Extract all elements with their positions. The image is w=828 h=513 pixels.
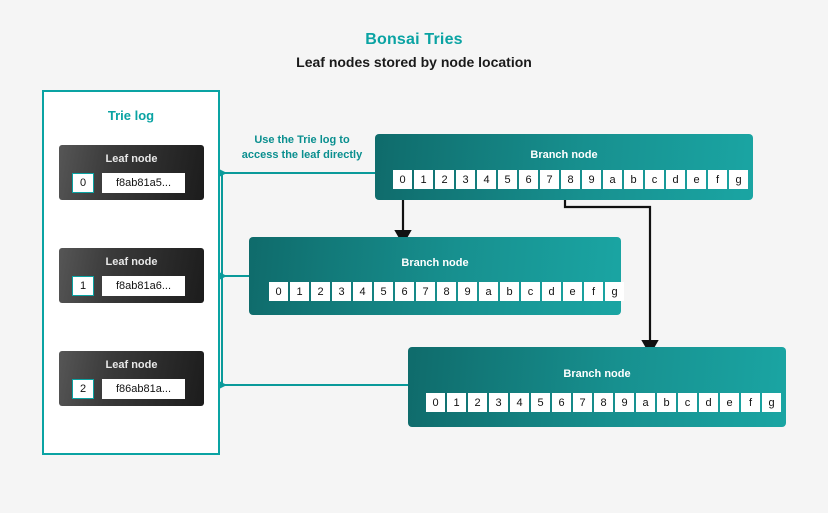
- branch-cell-4[interactable]: 4: [510, 393, 529, 412]
- page-subtitle: Leaf nodes stored by node location: [296, 54, 532, 70]
- branch-cell-d[interactable]: d: [666, 170, 685, 189]
- branch-node-label: Branch node: [563, 368, 631, 380]
- branch-cell-8[interactable]: 8: [561, 170, 580, 189]
- branch-cell-4[interactable]: 4: [477, 170, 496, 189]
- leaf-node-1[interactable]: Leaf node 1 f8ab81a6...: [59, 248, 204, 303]
- branch-cell-1[interactable]: 1: [290, 282, 309, 301]
- branch-cell-2[interactable]: 2: [468, 393, 487, 412]
- branch-cell-1[interactable]: 1: [447, 393, 466, 412]
- branch-cell-3[interactable]: 3: [456, 170, 475, 189]
- branch-cell-9[interactable]: 9: [615, 393, 634, 412]
- branch-cell-7[interactable]: 7: [573, 393, 592, 412]
- leaf-node-row: 2 f86ab81a...: [72, 379, 185, 399]
- branch-cell-f[interactable]: f: [584, 282, 603, 301]
- branch-cell-b[interactable]: b: [500, 282, 519, 301]
- leaf-index-box: 2: [72, 379, 94, 399]
- leaf-hash-box: f86ab81a...: [102, 379, 185, 399]
- branch-node-label: Branch node: [401, 257, 469, 269]
- branch-cell-8[interactable]: 8: [594, 393, 613, 412]
- branch-cell-g[interactable]: g: [605, 282, 624, 301]
- leaf-index-box: 1: [72, 276, 94, 296]
- leaf-node-0[interactable]: Leaf node 0 f8ab81a5...: [59, 145, 204, 200]
- branch-cell-6[interactable]: 6: [552, 393, 571, 412]
- branch-cell-c[interactable]: c: [645, 170, 664, 189]
- branch-node-label: Branch node: [530, 149, 598, 161]
- branch-cell-a[interactable]: a: [636, 393, 655, 412]
- branch-cell-c[interactable]: c: [678, 393, 697, 412]
- leaf-node-2[interactable]: Leaf node 2 f86ab81a...: [59, 351, 204, 406]
- branch-cell-5[interactable]: 5: [531, 393, 550, 412]
- leaf-node-label: Leaf node: [105, 359, 158, 371]
- branch-cell-f[interactable]: f: [708, 170, 727, 189]
- leaf-node-label: Leaf node: [105, 256, 158, 268]
- leaf-node-label: Leaf node: [105, 153, 158, 165]
- leaf-node-row: 0 f8ab81a5...: [72, 173, 185, 193]
- branch-cell-5[interactable]: 5: [374, 282, 393, 301]
- leaf-hash-box: f8ab81a6...: [102, 276, 185, 296]
- branch-cell-e[interactable]: e: [563, 282, 582, 301]
- annotation-line-1: Use the Trie log to: [254, 134, 350, 146]
- branch-cell-c[interactable]: c: [521, 282, 540, 301]
- branch-cell-f[interactable]: f: [741, 393, 760, 412]
- branch-cell-a[interactable]: a: [479, 282, 498, 301]
- branch-cell-7[interactable]: 7: [540, 170, 559, 189]
- branch-cell-d[interactable]: d: [542, 282, 561, 301]
- branch-cell-g[interactable]: g: [762, 393, 781, 412]
- branch-cell-0[interactable]: 0: [426, 393, 445, 412]
- trie-log-title: Trie log: [107, 108, 155, 123]
- branch-cell-d[interactable]: d: [699, 393, 718, 412]
- trie-log-annotation: Use the Trie log to access the leaf dire…: [222, 133, 382, 163]
- branch-cell-2[interactable]: 2: [311, 282, 330, 301]
- branch-cell-9[interactable]: 9: [582, 170, 601, 189]
- branch-cell-e[interactable]: e: [720, 393, 739, 412]
- branch-cell-2[interactable]: 2: [435, 170, 454, 189]
- branch-cell-0[interactable]: 0: [393, 170, 412, 189]
- branch-cell-3[interactable]: 3: [332, 282, 351, 301]
- branch-cell-4[interactable]: 4: [353, 282, 372, 301]
- branch-cell-3[interactable]: 3: [489, 393, 508, 412]
- branch-cell-9[interactable]: 9: [458, 282, 477, 301]
- branch-cell-6[interactable]: 6: [395, 282, 414, 301]
- branch-cell-8[interactable]: 8: [437, 282, 456, 301]
- leaf-index-box: 0: [72, 173, 94, 193]
- branch-cell-0[interactable]: 0: [269, 282, 288, 301]
- branch-cell-e[interactable]: e: [687, 170, 706, 189]
- branch-cell-6[interactable]: 6: [519, 170, 538, 189]
- annotation-line-2: access the leaf directly: [241, 149, 363, 161]
- branch-cell-b[interactable]: b: [657, 393, 676, 412]
- leaf-node-row: 1 f8ab81a6...: [72, 276, 185, 296]
- branch-cell-g[interactable]: g: [729, 170, 748, 189]
- leaf-hash-box: f8ab81a5...: [102, 173, 185, 193]
- branch-cell-b[interactable]: b: [624, 170, 643, 189]
- branch-cell-1[interactable]: 1: [414, 170, 433, 189]
- branch-cell-5[interactable]: 5: [498, 170, 517, 189]
- branch-cell-a[interactable]: a: [603, 170, 622, 189]
- page-title: Bonsai Tries: [365, 31, 463, 48]
- title-block: Bonsai Tries Leaf nodes stored by node l…: [0, 30, 828, 72]
- branch-cell-7[interactable]: 7: [416, 282, 435, 301]
